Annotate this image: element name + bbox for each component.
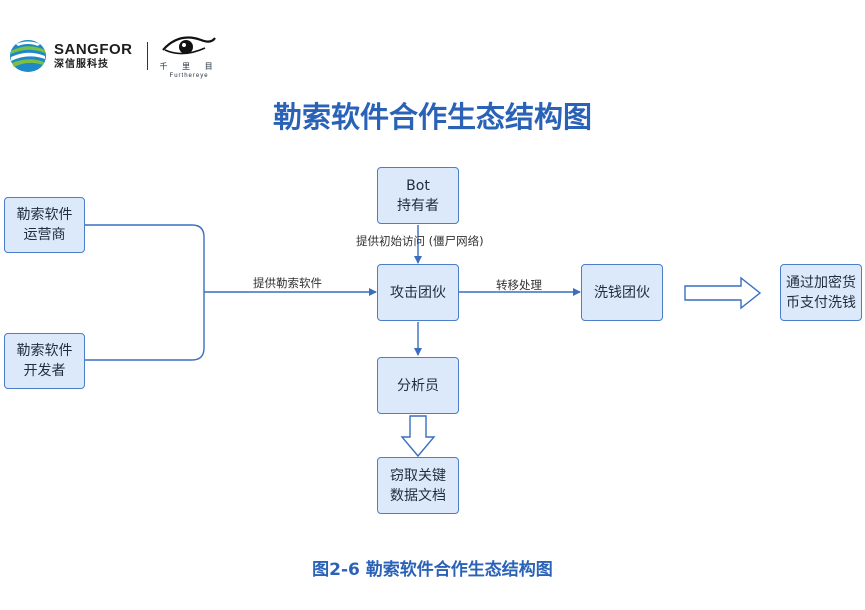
sangfor-logo-icon: [10, 40, 46, 72]
diagram-title: 勒索软件合作生态结构图: [272, 100, 592, 134]
label-transfer: 转移处理: [496, 278, 542, 292]
node-attack-group: 攻击团伙: [377, 264, 459, 321]
node-ransomware-operator: 勒索软件 运营商: [4, 197, 85, 253]
logo-bar: SANGFOR 深信服科技 千 里 目 Furthereye: [8, 34, 219, 79]
figure-caption: 图2-6 勒索软件合作生态结构图: [312, 560, 553, 580]
node-analyst: 分析员: [377, 357, 459, 414]
sangfor-brand: SANGFOR: [54, 41, 133, 58]
block-arrow-down: [400, 415, 436, 458]
furthereye-brand-cn: 千 里 目: [159, 61, 219, 71]
furthereye-logo: 千 里 目 Furthereye: [160, 34, 219, 79]
eye-icon: [162, 36, 216, 54]
merge-bracket: [85, 224, 205, 361]
node-bot-holder: Bot 持有者: [377, 167, 459, 224]
node-laundering-group: 洗钱团伙: [581, 264, 663, 321]
furthereye-brand-en: Furthereye: [169, 72, 209, 79]
label-initial-access: 提供初始访问 (僵尸网络): [356, 234, 484, 248]
label-provide-ransomware: 提供勒索软件: [253, 276, 322, 290]
node-steal-key-data: 窃取关键 数据文档: [377, 457, 459, 514]
sangfor-brand-cn: 深信服科技: [54, 59, 109, 70]
node-ransomware-developer: 勒索软件 开发者: [4, 333, 85, 389]
node-crypto-laundering: 通过加密货 币支付洗钱: [780, 264, 862, 321]
logo-divider: [146, 42, 148, 70]
block-arrow-right: [684, 276, 762, 310]
